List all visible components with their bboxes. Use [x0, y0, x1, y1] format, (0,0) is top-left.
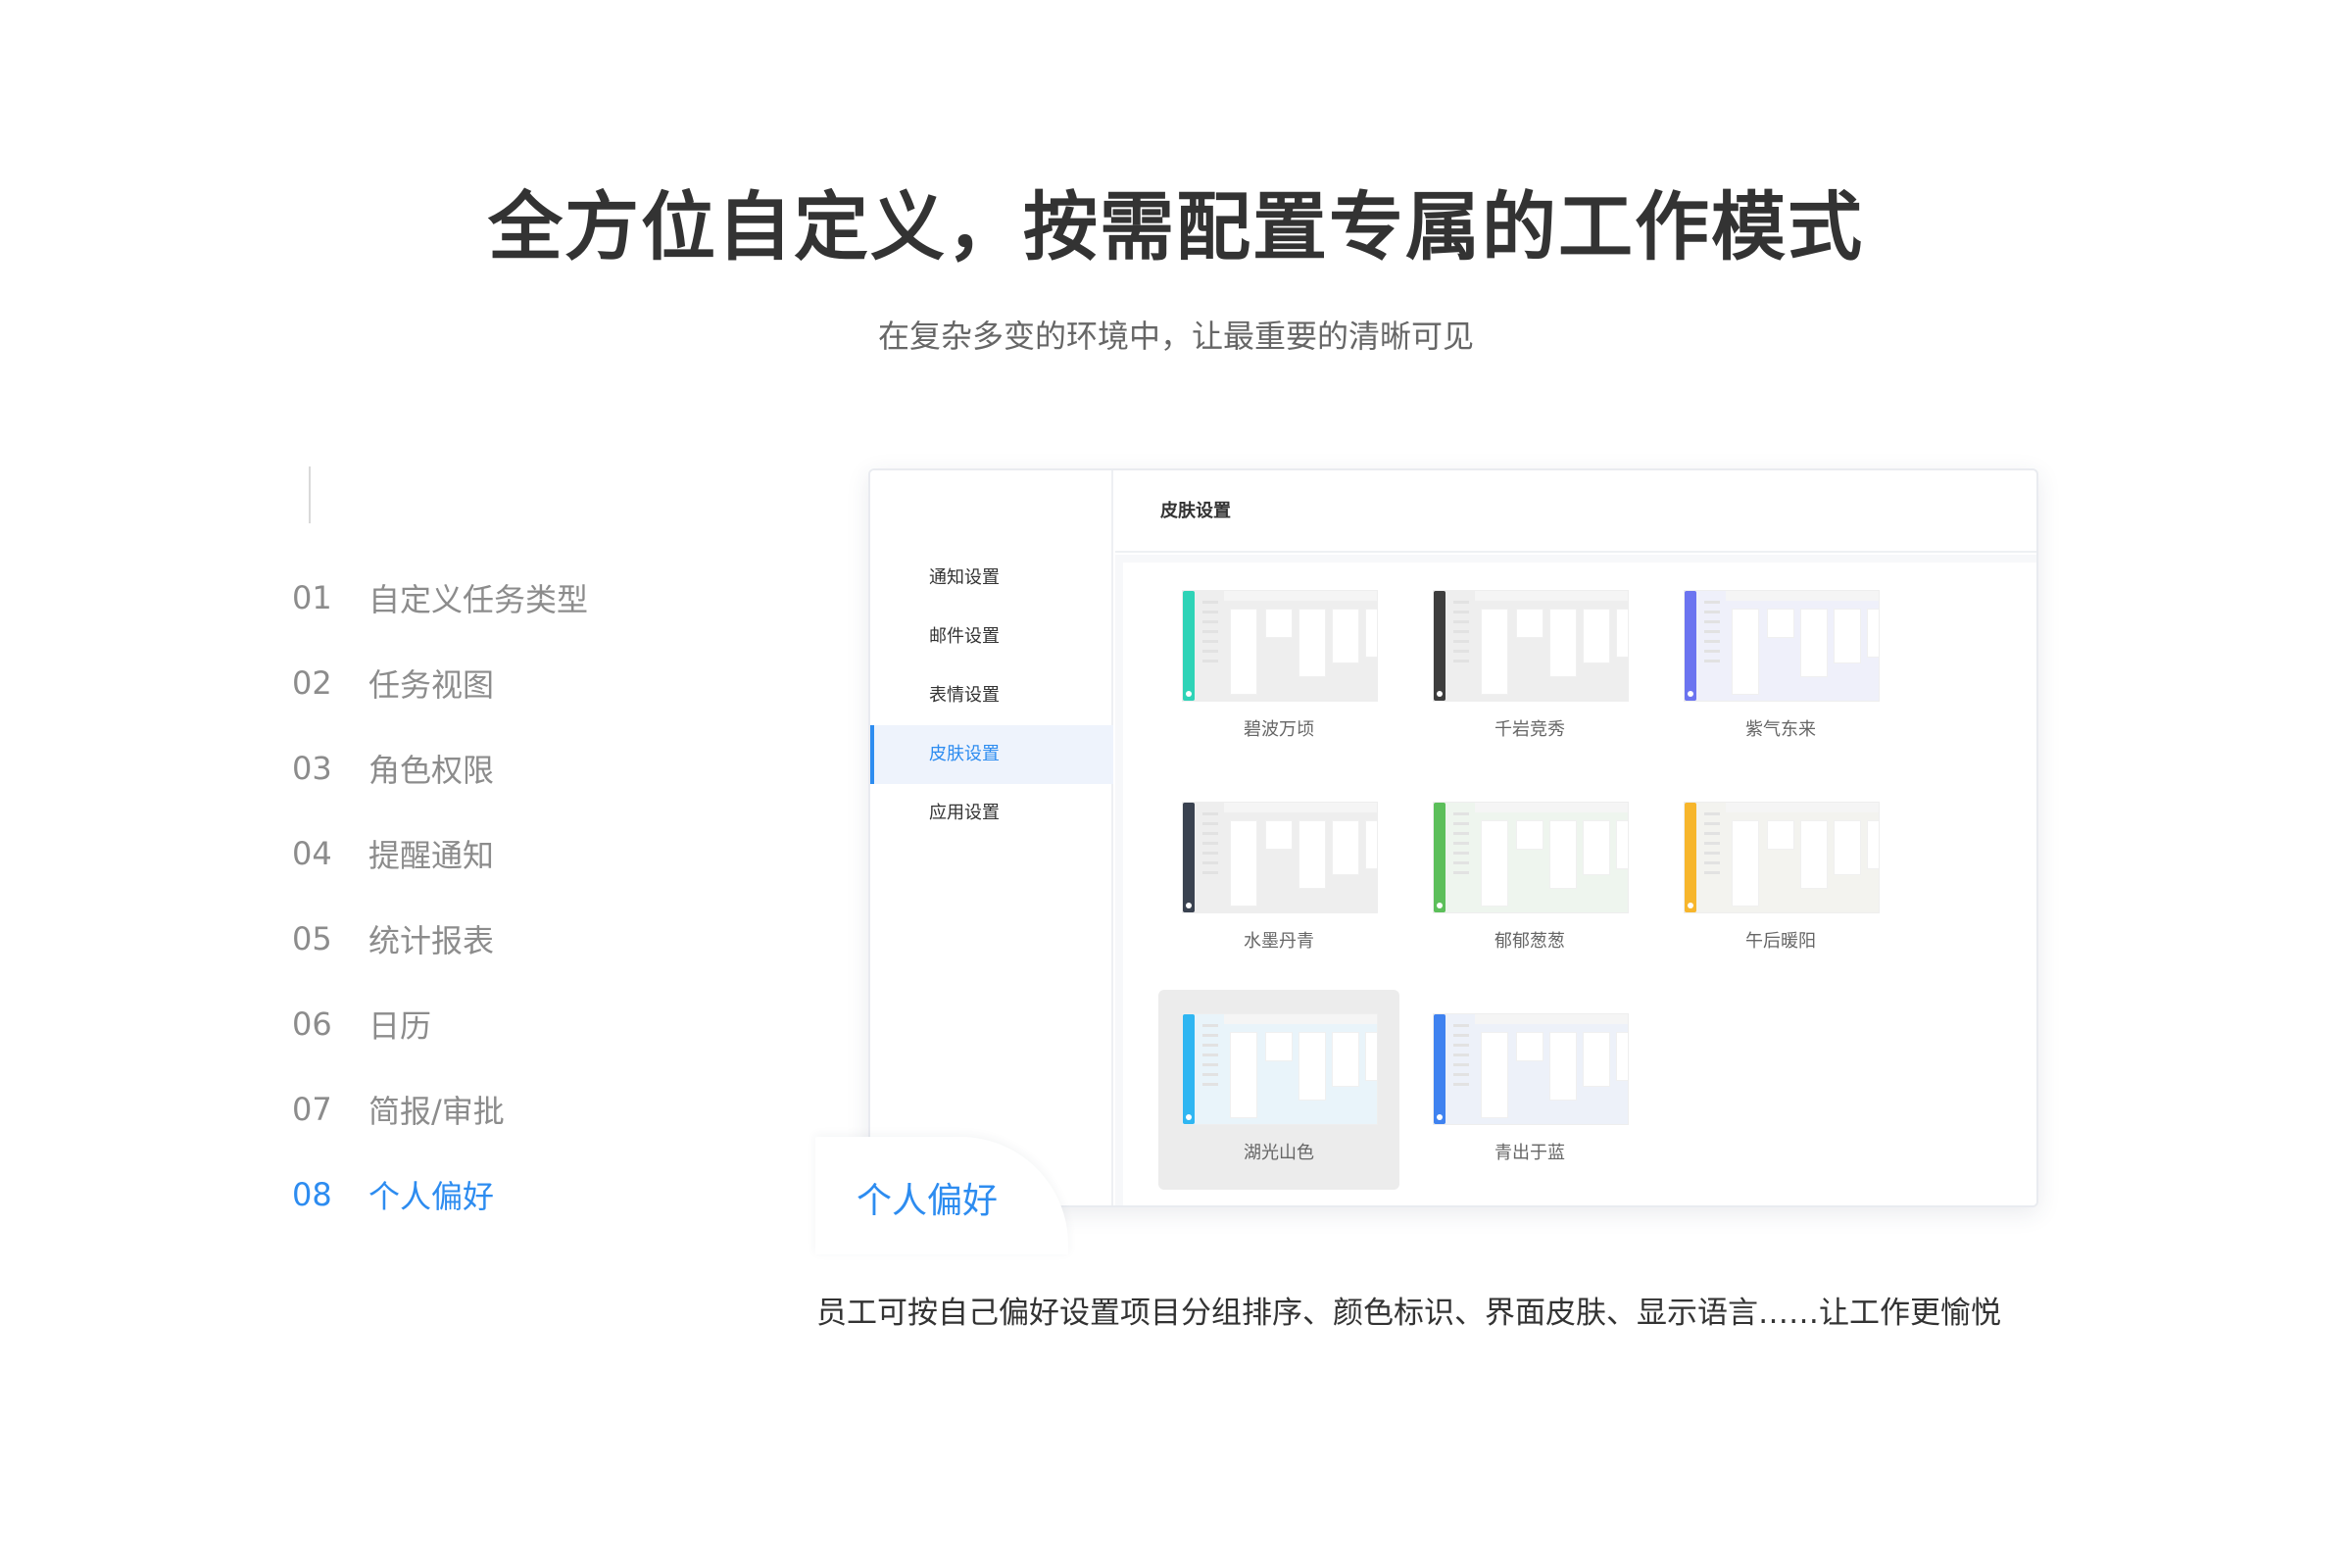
settings-menu-item[interactable]: 应用设置 [929, 803, 1000, 823]
settings-menu-item[interactable]: 表情设置 [929, 685, 1000, 706]
skin-option[interactable]: 紫气东来 [1660, 566, 1901, 766]
feature-number: 03 [292, 749, 332, 787]
settings-header-title: 皮肤设置 [1115, 470, 2036, 553]
skin-preview-sidebar [1685, 803, 1696, 912]
skin-preview [1433, 590, 1629, 702]
feature-list-indicator [309, 466, 311, 523]
feature-item-08[interactable]: 08 个人偏好 [292, 1152, 588, 1237]
skin-preview [1433, 1013, 1629, 1125]
skin-preview-sidebar [1434, 591, 1446, 701]
skin-preview-menu-lines [1453, 812, 1469, 881]
skin-preview-menu-lines [1202, 812, 1218, 881]
feature-caption: 员工可按自己偏好设置项目分组排序、颜色标识、界面皮肤、显示语言……让工作更愉悦 [816, 1296, 2001, 1331]
skin-name: 郁郁葱葱 [1494, 931, 1565, 952]
feature-number: 05 [292, 919, 332, 957]
skin-option[interactable]: 水墨丹青 [1158, 778, 1399, 978]
feature-item-07[interactable]: 07 简报/审批 [292, 1066, 588, 1152]
skin-name: 千岩竞秀 [1494, 719, 1565, 740]
feature-number: 04 [292, 834, 332, 872]
feature-number: 06 [292, 1004, 332, 1043]
skin-option[interactable]: 碧波万顷 [1158, 566, 1399, 766]
skin-preview-content [1224, 1014, 1377, 1124]
skin-preview-sidebar [1685, 591, 1696, 701]
skin-option[interactable]: 郁郁葱葱 [1409, 778, 1650, 978]
skin-option[interactable]: 青出于蓝 [1409, 990, 1650, 1190]
page-subtitle: 在复杂多变的环境中，让最重要的清晰可见 [877, 318, 1474, 355]
page-title: 全方位自定义，按需配置专属的工作模式 [488, 183, 1864, 270]
skin-preview [1684, 802, 1880, 913]
feature-item-03[interactable]: 03 角色权限 [292, 725, 588, 810]
skin-preview-content [1224, 803, 1377, 912]
feature-item-05[interactable]: 05 统计报表 [292, 896, 588, 981]
skin-preview-content [1224, 591, 1377, 701]
settings-window: 通知设置邮件设置表情设置皮肤设置应用设置 皮肤设置 碧波万顷千岩竞秀紫气东来水墨… [868, 468, 2038, 1207]
skin-preview-content [1475, 803, 1628, 912]
feature-item-04[interactable]: 04 提醒通知 [292, 810, 588, 896]
skin-preview-menu-lines [1704, 601, 1720, 669]
feature-label: 角色权限 [368, 751, 495, 789]
skin-preview-content [1726, 591, 1879, 701]
skin-preview-content [1726, 803, 1879, 912]
skin-preview-content [1475, 1014, 1628, 1124]
settings-menu: 通知设置邮件设置表情设置皮肤设置应用设置 [870, 549, 1113, 843]
skin-preview [1182, 802, 1378, 913]
personal-preference-tab-label: 个人偏好 [857, 1181, 999, 1221]
settings-menu-item[interactable]: 邮件设置 [929, 626, 1000, 647]
feature-item-02[interactable]: 02 任务视图 [292, 640, 588, 725]
skin-preview-sidebar [1434, 803, 1446, 912]
feature-list: 01 自定义任务类型 02 任务视图 03 角色权限 04 提醒通知 05 统计报表 06 日历 07 简… [292, 555, 588, 1237]
skin-preview-menu-lines [1202, 601, 1218, 669]
feature-item-06[interactable]: 06 日历 [292, 981, 588, 1066]
skin-preview-menu-lines [1704, 812, 1720, 881]
feature-label: 个人偏好 [368, 1177, 495, 1215]
settings-menu-item[interactable]: 通知设置 [929, 567, 1000, 588]
feature-label: 日历 [368, 1006, 432, 1045]
skin-name: 湖光山色 [1244, 1143, 1314, 1163]
skin-name: 水墨丹青 [1244, 931, 1314, 952]
skin-preview-menu-lines [1453, 1024, 1469, 1093]
feature-label: 简报/审批 [368, 1092, 505, 1130]
skin-option[interactable]: 午后暖阳 [1660, 778, 1901, 978]
skin-preview-sidebar [1183, 803, 1195, 912]
feature-number: 01 [292, 578, 332, 616]
skin-preview [1433, 802, 1629, 913]
settings-body: 碧波万顷 千岩竞秀 紫气东来水墨丹青 郁郁葱葱 午后暖阳湖光山色 青出于蓝 [1115, 555, 2036, 1205]
skin-name: 午后暖阳 [1745, 931, 1816, 952]
skin-option[interactable]: 湖光山色 [1158, 990, 1399, 1190]
skin-grid: 碧波万顷 千岩竞秀 紫气东来水墨丹青 郁郁葱葱 午后暖阳湖光山色 青出于蓝 [1123, 563, 2036, 1205]
skin-name: 青出于蓝 [1494, 1143, 1565, 1163]
skin-preview [1182, 590, 1378, 702]
feature-number: 08 [292, 1175, 332, 1213]
skin-preview-sidebar [1434, 1014, 1446, 1124]
skin-preview-menu-lines [1453, 601, 1469, 669]
settings-sidebar: 通知设置邮件设置表情设置皮肤设置应用设置 [870, 470, 1113, 1205]
settings-menu-item[interactable]: 皮肤设置 [870, 725, 1113, 784]
skin-option[interactable]: 千岩竞秀 [1409, 566, 1650, 766]
feature-number: 02 [292, 663, 332, 702]
skin-preview-sidebar [1183, 591, 1195, 701]
skin-name: 碧波万顷 [1244, 719, 1314, 740]
skin-preview [1684, 590, 1880, 702]
skin-preview-menu-lines [1202, 1024, 1218, 1093]
feature-label: 提醒通知 [368, 836, 495, 874]
feature-label: 统计报表 [368, 921, 495, 959]
skin-name: 紫气东来 [1745, 719, 1816, 740]
skin-preview-content [1475, 591, 1628, 701]
feature-label: 任务视图 [368, 665, 495, 704]
skin-preview [1182, 1013, 1378, 1125]
feature-label: 自定义任务类型 [368, 580, 589, 618]
skin-preview-sidebar [1183, 1014, 1195, 1124]
feature-number: 07 [292, 1090, 332, 1128]
feature-item-01[interactable]: 01 自定义任务类型 [292, 555, 588, 640]
